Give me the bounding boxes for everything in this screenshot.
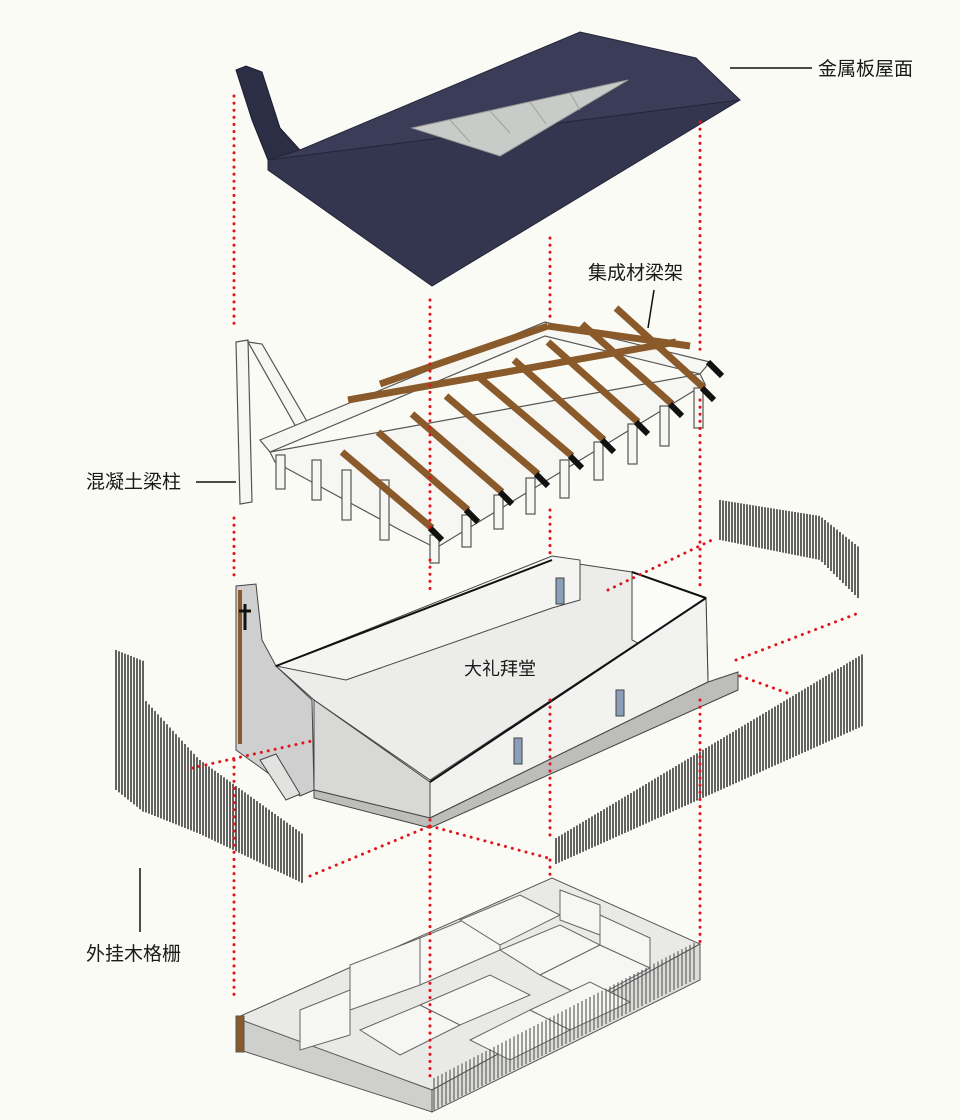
beam-tips bbox=[427, 359, 725, 543]
roof-top-slope bbox=[267, 31, 742, 161]
concrete-tower-column bbox=[235, 339, 253, 505]
hall-tower-wall bbox=[235, 583, 315, 797]
label-concrete-frame: 混凝土梁柱 bbox=[86, 471, 182, 493]
leader-lines bbox=[139, 67, 812, 932]
concrete-columns bbox=[275, 387, 704, 564]
hall-stair bbox=[259, 753, 301, 801]
glulam-frame-layer bbox=[339, 305, 725, 543]
wood-louver-right-top bbox=[719, 500, 859, 598]
glulam-ridge bbox=[347, 322, 691, 404]
hall-door bbox=[555, 577, 565, 605]
wood-louver-right-bottom bbox=[555, 654, 863, 864]
cross-icon bbox=[239, 604, 251, 630]
concrete-tower-brace bbox=[246, 341, 313, 435]
basement-wood-strip bbox=[235, 1015, 245, 1053]
hall-back-wall bbox=[274, 555, 581, 681]
hall-door bbox=[615, 689, 625, 717]
wood-louver-left bbox=[115, 650, 303, 883]
label-main-hall: 大礼拜堂 bbox=[464, 659, 536, 680]
roof-front-slope bbox=[267, 99, 741, 287]
concrete-edge-beam bbox=[269, 373, 706, 549]
label-glulam-frame: 集成材梁架 bbox=[588, 262, 684, 284]
hall-door bbox=[513, 737, 523, 765]
hall-roof-edge bbox=[275, 559, 553, 667]
concrete-frame-layer bbox=[235, 321, 712, 564]
alignment-guides bbox=[190, 94, 858, 1082]
roof-gable-left bbox=[235, 65, 301, 161]
label-wood-louver: 外挂木格栅 bbox=[86, 943, 182, 965]
basement-rooms bbox=[299, 889, 652, 1061]
basement-louver bbox=[433, 942, 695, 1110]
skylight-mullions bbox=[449, 92, 581, 143]
hall-plinth bbox=[313, 671, 739, 829]
main-hall-layer bbox=[235, 555, 739, 829]
metal-roof-layer bbox=[235, 31, 742, 287]
hall-long-edge bbox=[429, 597, 707, 783]
label-metal-roof: 金属板屋面 bbox=[818, 58, 914, 80]
